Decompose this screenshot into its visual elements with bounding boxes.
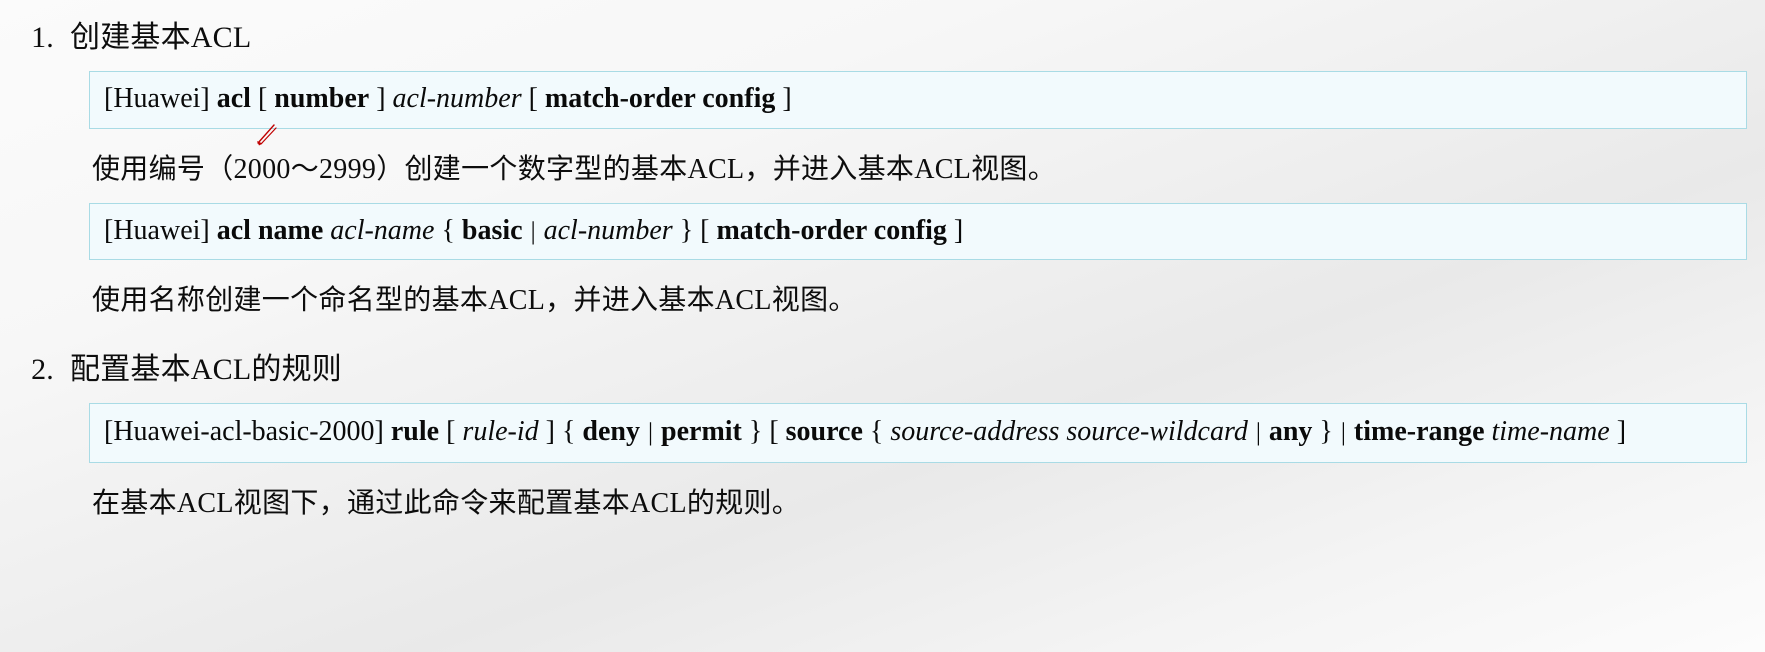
command-3-brace-close: }	[748, 416, 763, 448]
command-3-param-ruleid: rule-id	[462, 416, 539, 448]
command-3-choice-permit: permit	[661, 416, 742, 448]
command-3-choice-deny: deny	[582, 416, 640, 448]
command-2-text: [Huawei] acl name acl-name { basic | acl…	[104, 215, 963, 246]
command-2-param-name: acl-name	[330, 214, 435, 246]
command-2-brace-open: {	[441, 214, 455, 246]
section-1-heading: 1. 创建基本ACL	[14, 18, 1755, 57]
command-box-1: [Huawei] acl [ number ] acl-number [ mat…	[89, 71, 1747, 129]
command-1-tail-keywords: match-order config	[544, 83, 776, 114]
command-1-prompt: [Huawei]	[104, 83, 210, 114]
command-1-tail-open: [	[528, 83, 538, 114]
section-2-title: 配置基本ACL的规则	[70, 353, 342, 387]
command-2-prompt: [Huawei]	[104, 214, 210, 246]
command-1-optional-keyword: number	[274, 83, 370, 114]
command-3-keyword-timerange: time-range	[1353, 416, 1485, 448]
command-1-param: acl-number	[392, 83, 522, 114]
section-1-title: 创建基本ACL	[70, 21, 252, 54]
command-1-text: [Huawei] acl [ number ] acl-number [ mat…	[104, 83, 792, 114]
command-3-pipe-1: |	[648, 419, 654, 447]
command-1-open-bracket: [	[257, 83, 268, 114]
command-3-opt-open: [	[769, 416, 779, 448]
command-3-param-timename: time-name	[1491, 416, 1610, 448]
command-3-prompt: [Huawei-acl-basic-2000]	[104, 416, 384, 448]
command-3-opt-keyword-source: source	[785, 416, 863, 448]
section-spacer	[14, 320, 1755, 350]
command-box-3: [Huawei-acl-basic-2000] rule [ rule-id ]…	[89, 403, 1747, 463]
command-3-opt-brace-close: }	[1319, 416, 1333, 448]
command-3-pipe-2: |	[1340, 419, 1346, 447]
command-1-keyword: acl	[216, 83, 251, 114]
section-2-heading: 2. 配置基本ACL的规则	[14, 350, 1755, 389]
section-2-number: 2.	[31, 353, 54, 387]
command-2-tail-close: ]	[953, 214, 964, 246]
command-3-opt-param-source: source-address source-wildcard	[890, 416, 1248, 448]
command-3-brace-open: {	[561, 416, 576, 448]
command-2-pipe: |	[530, 217, 536, 245]
command-2-choice-aclnumber: acl-number	[543, 214, 673, 246]
section-1-description-1: 使用编号（2000～2999）创建一个数字型的基本ACL，并进入基本ACL视图。	[92, 153, 1057, 185]
command-3-open-bracket: [	[446, 416, 456, 448]
command-box-2: [Huawei] acl name acl-name { basic | acl…	[89, 202, 1747, 261]
section-2: 2. 配置基本ACL的规则 [Huawei-acl-basic-2000] ru…	[14, 350, 1755, 523]
command-3-opt-close: ]	[1616, 416, 1627, 448]
command-3-text: [Huawei-acl-basic-2000] rule [ rule-id ]…	[104, 416, 1626, 447]
section-2-description-1: 在基本ACL视图下，通过此命令来配置基本ACL的规则。	[92, 487, 801, 519]
command-3-opt-choice-any: any	[1268, 416, 1313, 448]
command-3-opt-pipe: |	[1255, 419, 1261, 447]
command-2-choice-basic: basic	[461, 214, 523, 246]
command-3-keyword: rule	[390, 416, 440, 448]
command-2-tail-open: [	[700, 214, 710, 246]
section-1-number: 1.	[31, 21, 54, 54]
command-2-brace-close: }	[679, 214, 694, 246]
command-1-close-bracket: ]	[376, 83, 386, 114]
command-3-close-bracket: ]	[545, 416, 555, 448]
command-2-tail-keywords: match-order config	[716, 214, 947, 246]
section-1: 1. 创建基本ACL [Huawei] acl [ number ] acl-n…	[14, 18, 1755, 320]
section-1-description-2: 使用名称创建一个命名型的基本ACL，并进入基本ACL视图。	[92, 285, 857, 317]
command-2-keyword: acl name	[216, 214, 324, 246]
command-3-opt-brace-open: {	[869, 416, 884, 448]
command-1-tail-close: ]	[782, 83, 792, 114]
